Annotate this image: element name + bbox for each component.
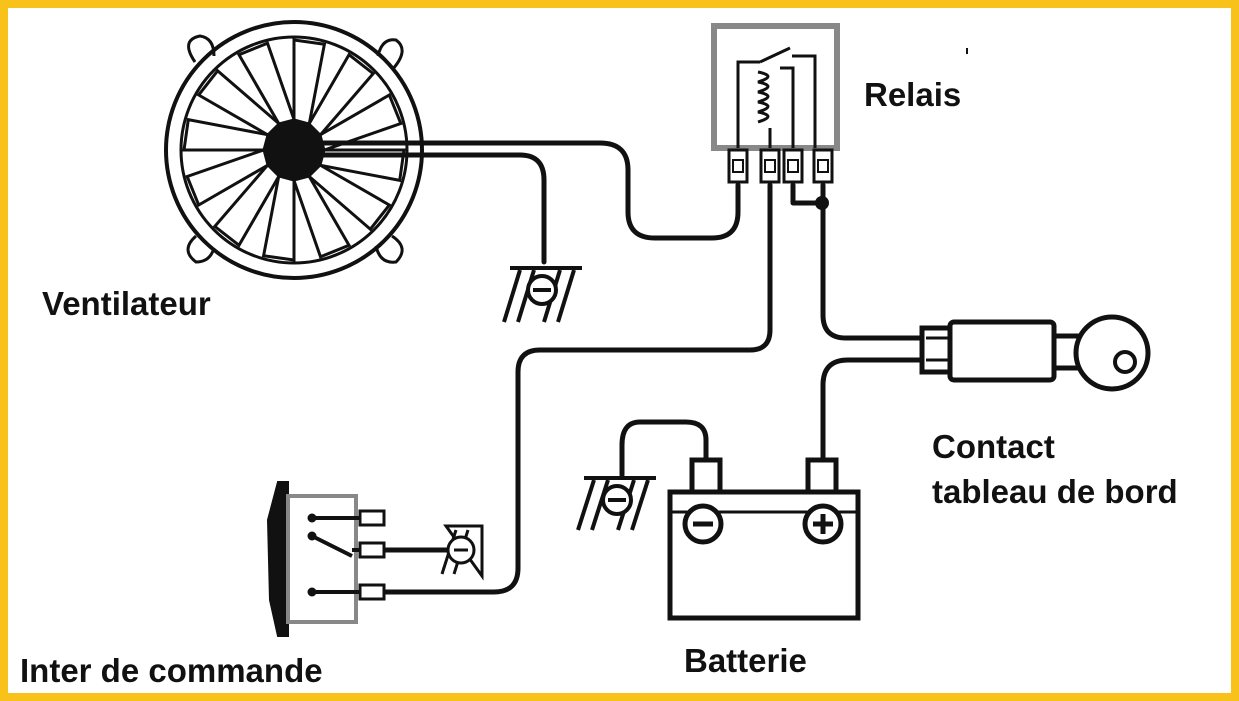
ground-icon <box>576 476 656 531</box>
wire-battery-ground <box>619 419 709 478</box>
relay-icon <box>711 23 968 184</box>
wire-ignition-relay <box>820 182 928 341</box>
wires <box>317 140 928 595</box>
ground-icon <box>440 524 484 581</box>
wire-fan-relay <box>317 140 741 241</box>
label-relais: Relais <box>864 76 962 113</box>
wire-ignition-battery <box>820 357 928 463</box>
label-contact-line2: tableau de bord <box>932 473 1178 510</box>
fan-icon <box>164 20 424 280</box>
label-ventilateur: Ventilateur <box>42 285 211 322</box>
label-batterie: Batterie <box>684 642 807 679</box>
wire-relay-switch <box>382 182 773 595</box>
fan-blade <box>261 174 296 262</box>
label-inter-commande: Inter de commande <box>20 652 323 689</box>
label-contact-line1: Contact <box>932 428 1055 465</box>
wire-fan-ground <box>317 152 547 265</box>
rocker-switch-icon <box>266 481 386 637</box>
junction-dot <box>815 196 829 210</box>
ground-icon <box>502 266 582 323</box>
fan-blade <box>182 117 270 152</box>
fan-blade <box>292 38 327 126</box>
wire-relay-ignition <box>790 182 825 206</box>
ignition-key-icon <box>919 314 1151 392</box>
battery-icon <box>667 457 861 621</box>
